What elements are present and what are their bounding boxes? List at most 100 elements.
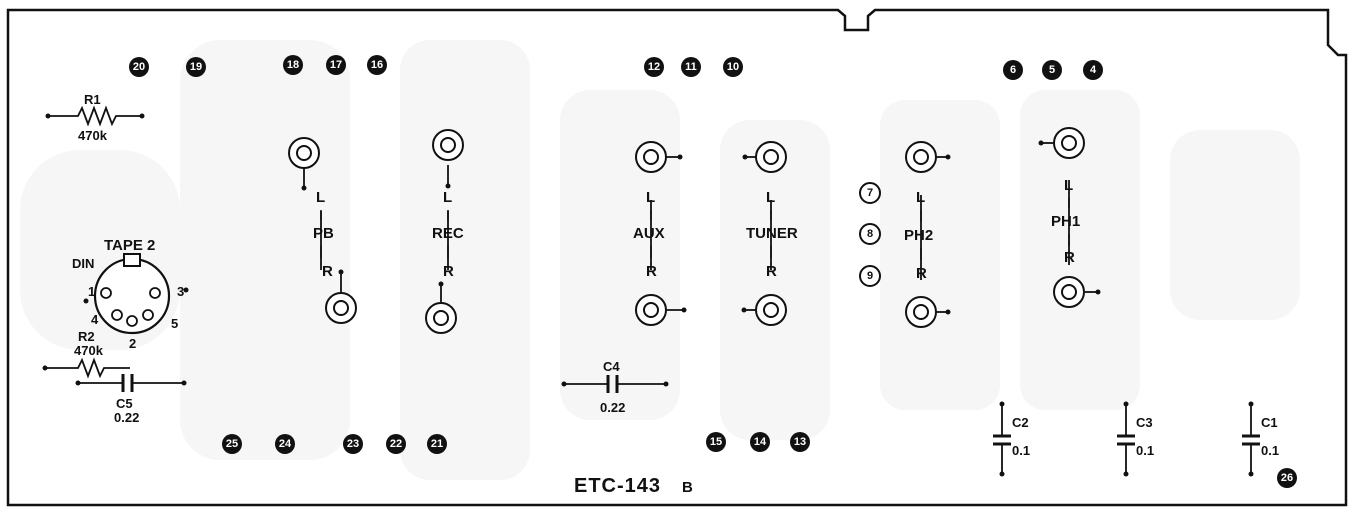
aux-l-label: L xyxy=(646,189,655,206)
ph2-r-label: R xyxy=(916,265,927,282)
terminal-number: 5 xyxy=(1049,64,1055,76)
terminal-number: 6 xyxy=(1010,64,1016,76)
resistor-r2: R2 470k xyxy=(42,329,130,379)
terminal-number: 21 xyxy=(431,438,443,450)
c2-value: 0.1 xyxy=(1012,443,1030,458)
terminal-number: 15 xyxy=(710,436,722,448)
terminal-number: 24 xyxy=(279,438,292,450)
c4-value: 0.22 xyxy=(600,400,625,415)
terminal-number: 19 xyxy=(190,61,202,73)
tuner-l-label: L xyxy=(766,189,775,206)
ph1-l-label: L xyxy=(1064,177,1073,194)
terminal-number: 7 xyxy=(867,187,873,199)
rec-r-label: R xyxy=(443,263,454,280)
din-pin-2: 2 xyxy=(129,336,136,351)
c3-value: 0.1 xyxy=(1136,443,1154,458)
r2-value: 470k xyxy=(74,343,104,358)
terminal-number: 20 xyxy=(133,61,145,73)
pb-name-label: PB xyxy=(313,225,334,242)
ph1-name-label: PH1 xyxy=(1051,213,1080,230)
ph2-name-label: PH2 xyxy=(904,227,933,244)
terminal-9: 9 xyxy=(859,265,881,287)
terminal-number: 14 xyxy=(754,436,767,448)
rec-l-label: L xyxy=(443,189,452,206)
terminal-number: 11 xyxy=(685,61,697,73)
terminal-24: 24 xyxy=(275,434,295,454)
board-id-suffix: B xyxy=(682,479,693,496)
terminal-16: 16 xyxy=(367,55,387,75)
ph2-l-label: L xyxy=(916,189,925,206)
terminal-number: 16 xyxy=(371,59,383,71)
capacitor-c3: C3 0.1 xyxy=(1117,401,1154,477)
terminal-number: 26 xyxy=(1281,472,1293,484)
c5-value: 0.22 xyxy=(114,410,139,425)
resistor-r1: R1 470k xyxy=(45,92,145,143)
pb-left-jack xyxy=(288,137,320,169)
capacitor-c4: C4 0.22 xyxy=(561,359,669,415)
din-pin-3: 3 xyxy=(177,284,184,299)
terminal-7: 7 xyxy=(859,182,881,204)
ph2-right-jack xyxy=(905,296,937,328)
rec-left-jack xyxy=(432,129,464,161)
terminal-26: 26 xyxy=(1277,468,1297,488)
terminal-number: 25 xyxy=(226,438,238,450)
terminal-number: 17 xyxy=(330,59,342,71)
r2-ref: R2 xyxy=(78,329,95,344)
terminal-10: 10 xyxy=(723,57,743,77)
board-outline xyxy=(6,8,1348,507)
terminal-18: 18 xyxy=(283,55,303,75)
c2-ref: C2 xyxy=(1012,415,1029,430)
jack-leader-dots xyxy=(301,140,1101,315)
r1-value: 470k xyxy=(78,128,108,143)
tuner-left-jack xyxy=(755,141,787,173)
aux-right-jack xyxy=(635,294,667,326)
c1-value: 0.1 xyxy=(1261,443,1279,458)
din-title: TAPE 2 xyxy=(104,237,155,254)
din-connector: TAPE 2 DIN 1 2 3 4 5 xyxy=(72,237,189,351)
terminal-number: 4 xyxy=(1090,64,1097,76)
terminal-number: 10 xyxy=(727,61,739,73)
terminal-25: 25 xyxy=(222,434,242,454)
ph1-right-jack xyxy=(1053,276,1085,308)
c3-ref: C3 xyxy=(1136,415,1153,430)
din-pin-5: 5 xyxy=(171,316,178,331)
rec-name-label: REC xyxy=(432,225,464,242)
pb-l-label: L xyxy=(316,189,325,206)
aux-r-label: R xyxy=(646,263,657,280)
capacitor-c5: C5 0.22 xyxy=(75,374,187,425)
rca-jacks xyxy=(288,127,1085,334)
terminal-22: 22 xyxy=(386,434,406,454)
terminal-13: 13 xyxy=(790,432,810,452)
copper-traces xyxy=(20,40,1300,480)
ph1-left-jack xyxy=(1053,127,1085,159)
terminal-number: 8 xyxy=(867,228,873,240)
capacitor-c1: C1 0.1 xyxy=(1242,401,1279,477)
terminal-8: 8 xyxy=(859,223,881,245)
terminal-6: 6 xyxy=(1003,60,1023,80)
pb-r-label: R xyxy=(322,263,333,280)
board-id-main: ETC-143 xyxy=(574,475,661,497)
tuner-r-label: R xyxy=(766,263,777,280)
terminal-14: 14 xyxy=(750,432,770,452)
rec-right-jack xyxy=(425,302,457,334)
din-pin-4: 4 xyxy=(91,312,99,327)
board-id: ETC-143 B xyxy=(574,475,693,497)
din-type-label: DIN xyxy=(72,256,94,271)
din-pin-1: 1 xyxy=(88,284,95,299)
terminal-21: 21 xyxy=(427,434,447,454)
c1-ref: C1 xyxy=(1261,415,1278,430)
capacitor-c2: C2 0.1 xyxy=(993,401,1030,477)
terminal-number: 13 xyxy=(794,436,806,448)
ph2-left-jack xyxy=(905,141,937,173)
terminal-11: 11 xyxy=(681,57,701,77)
terminal-number: 9 xyxy=(867,270,873,282)
terminal-12: 12 xyxy=(644,57,664,77)
jack-labels: L PB R L REC R L AUX R L TUNER R L PH2 R… xyxy=(313,177,1080,282)
c4-ref: C4 xyxy=(603,359,620,374)
aux-name-label: AUX xyxy=(633,225,665,242)
terminal-number: 18 xyxy=(287,59,299,71)
terminal-15: 15 xyxy=(706,432,726,452)
terminal-number: 12 xyxy=(648,61,660,73)
